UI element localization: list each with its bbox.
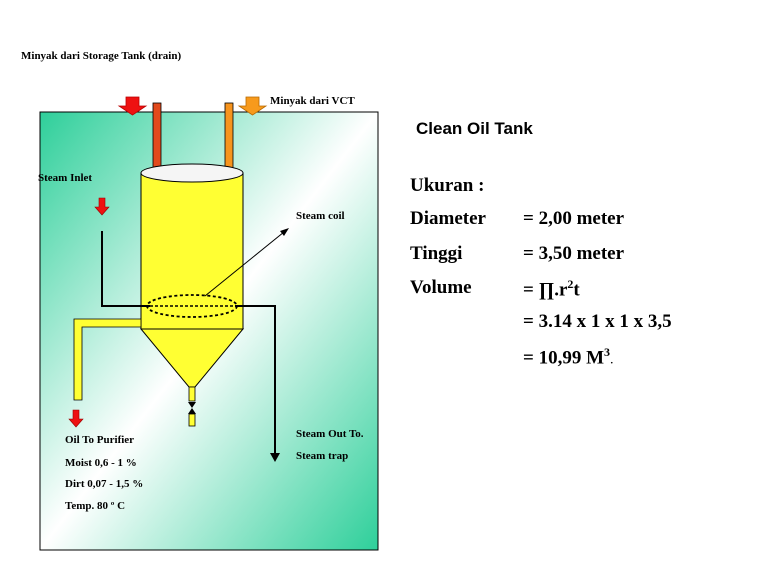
purifier-arrow <box>68 409 84 428</box>
steam-coil-pointer-head <box>280 228 289 236</box>
tank-body <box>140 172 244 330</box>
steam-coil-label: Steam coil <box>296 210 345 222</box>
storage-pipe <box>152 102 162 176</box>
steam-coil-pointer <box>204 231 285 297</box>
calc-line-1: = 3.14 x 1 x 1 x 3,5 <box>523 311 672 332</box>
steam-inlet-label: Steam Inlet <box>38 172 93 184</box>
volume-value: = ∏.r2t <box>523 277 580 301</box>
temp-label: Temp. 80 º C <box>65 500 126 512</box>
volume-formula-prefix: = ∏.r <box>523 279 568 301</box>
moist-label: Moist 0,6 - 1 % <box>65 457 137 469</box>
steam-coil <box>146 294 238 318</box>
calc-result-end: . <box>610 352 614 368</box>
valve-icon <box>188 402 196 414</box>
tank-top <box>140 163 244 183</box>
steam-inlet-line <box>101 231 150 307</box>
calc-result: = 10,99 M <box>523 347 605 369</box>
storage-drain-label: Minyak dari Storage Tank (drain) <box>21 50 182 62</box>
tinggi-value: = 3,50 meter <box>523 243 625 264</box>
vct-inlet-arrow <box>237 96 268 116</box>
oil-to-purifier-label: Oil To Purifier <box>65 434 135 446</box>
volume-formula-suffix: t <box>573 279 580 301</box>
ukuran-label: Ukuran : <box>410 175 485 196</box>
storage-inlet-arrow <box>117 96 148 116</box>
spec-title: Clean Oil Tank <box>416 119 533 138</box>
calc-result-sup: 3 <box>604 345 611 359</box>
steam-inlet-arrow <box>94 197 110 216</box>
bottom-outlet <box>188 386 196 402</box>
steam-outlet-line <box>235 305 276 455</box>
vct-pipe <box>224 102 234 176</box>
bottom-outlet-lower <box>188 413 196 427</box>
dirt-label: Dirt 0,07 - 1,5 % <box>65 478 144 490</box>
volume-formula-sup: 2 <box>567 277 574 291</box>
steam-out-label: Steam Out To. <box>296 428 364 440</box>
purifier-pipe <box>73 318 142 401</box>
steam-out-arrowhead <box>270 453 280 462</box>
tinggi-label: Tinggi <box>410 243 463 264</box>
calc-line-2: = 10,99 M3. <box>523 345 614 369</box>
steam-trap-label: Steam trap <box>296 450 349 462</box>
volume-label: Volume <box>410 277 472 298</box>
diameter-label: Diameter <box>410 208 486 229</box>
vct-label: Minyak dari VCT <box>270 95 355 107</box>
diameter-value: = 2,00 meter <box>523 208 625 229</box>
